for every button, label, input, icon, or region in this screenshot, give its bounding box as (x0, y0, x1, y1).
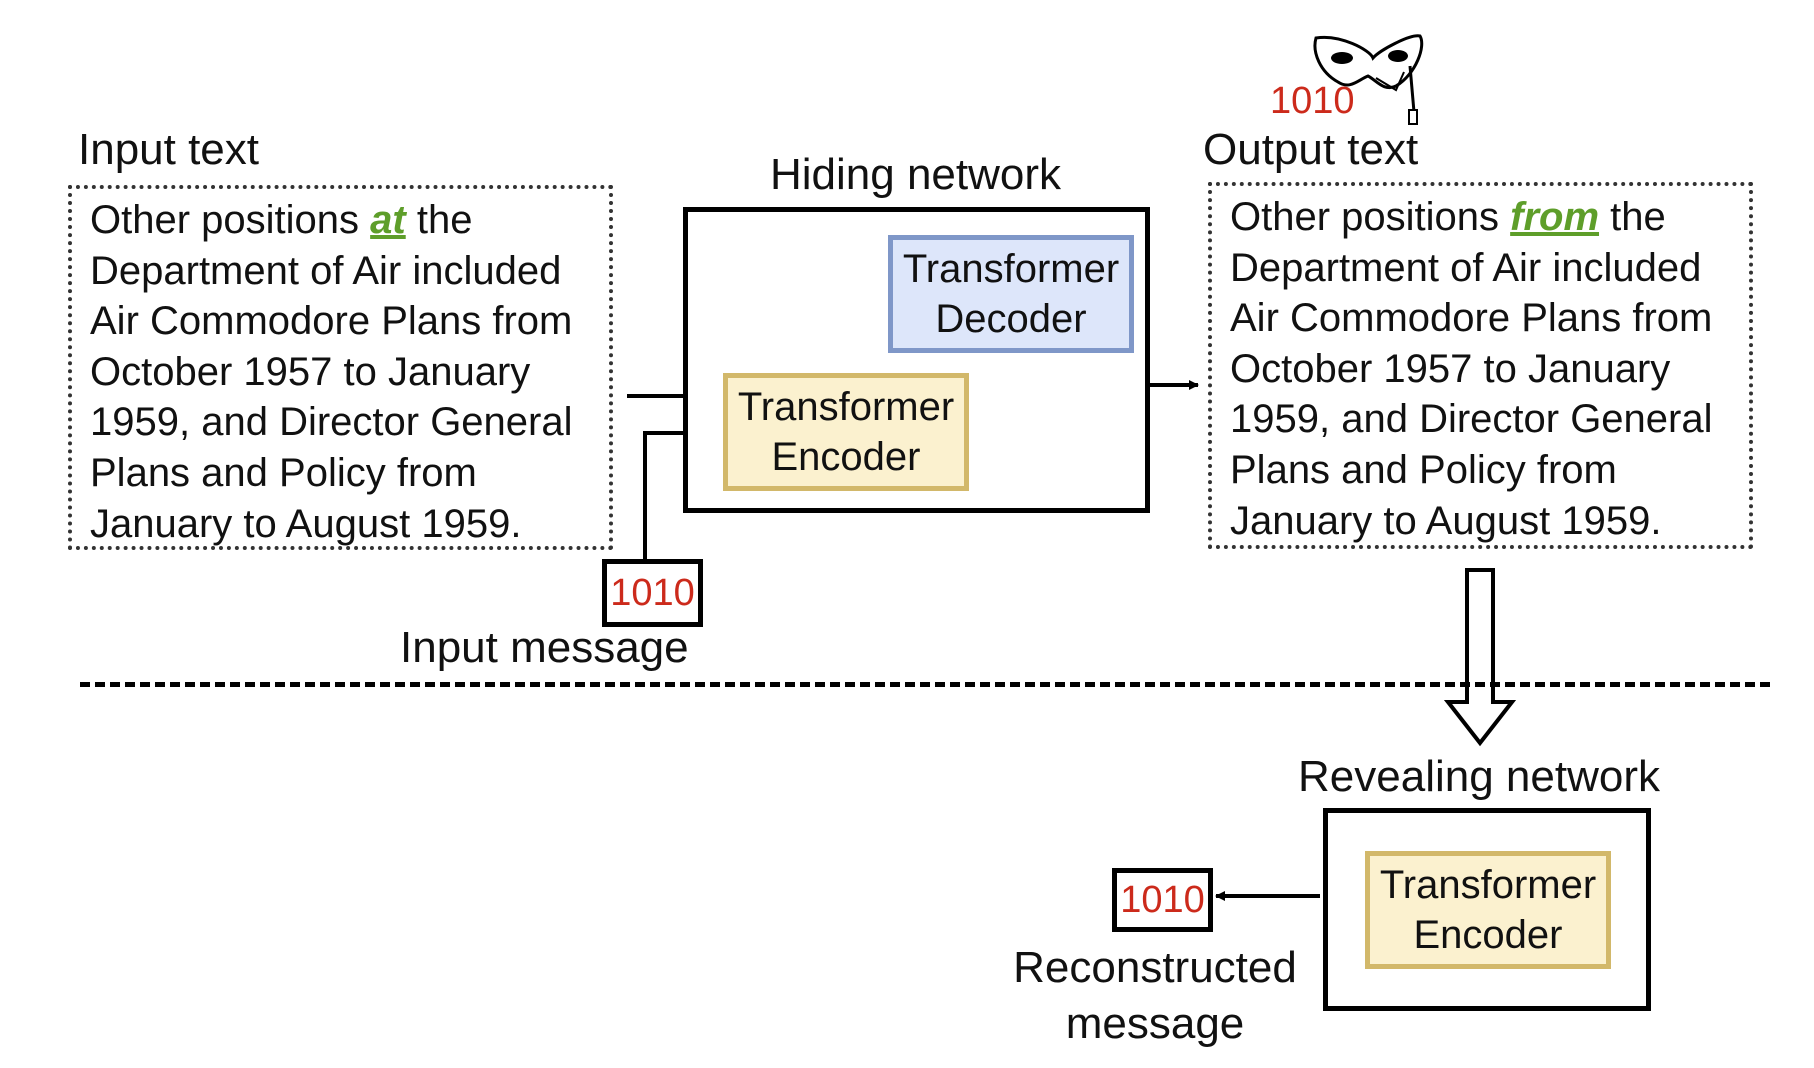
output-text-line-end: the (1599, 195, 1666, 239)
input-text-line: Plans and Policy from (90, 450, 477, 495)
section-divider (80, 682, 1770, 687)
encoder-line: Encoder (771, 435, 921, 479)
output-text-line: 1959, and Director General (1230, 397, 1713, 442)
output-text-line: Air Commodore Plans from (1230, 296, 1713, 341)
reconstructed-label-line: message (1065, 999, 1245, 1048)
hiding-network-title: Hiding network (770, 150, 1062, 199)
input-message-box: 1010 (602, 559, 703, 627)
input-text-line-end: the (405, 198, 473, 242)
decoder-line: Transformer (902, 247, 1120, 291)
output-text-line: October 1957 to January (1230, 346, 1671, 391)
output-text-line: Plans and Policy from (1230, 447, 1617, 492)
output-text-line: Other positions from the (1230, 192, 1749, 243)
revealing-transformer-encoder-block: Transformer Encoder (1365, 851, 1611, 969)
transformer-decoder-block: Transformer Decoder (888, 235, 1134, 353)
output-highlight-word: from (1510, 195, 1600, 239)
output-text-line: Department of Air included (1230, 245, 1702, 290)
hidden-message-value: 1010 (1270, 80, 1355, 122)
output-text-line-start: Other positions (1230, 195, 1511, 239)
input-text-line-start: Other positions (90, 198, 371, 242)
transformer-encoder-block: Transformer Encoder (723, 373, 969, 491)
input-text-line: Department of Air included (90, 248, 562, 293)
encoder-line: Transformer (737, 385, 955, 429)
encoder-line: Encoder (1413, 913, 1563, 957)
input-text-line: Other positions at the (90, 195, 609, 246)
input-text-box: Other positions at the Department of Air… (68, 185, 613, 550)
input-text-line: Air Commodore Plans from (90, 299, 573, 344)
input-text-line: January to August 1959. (90, 501, 522, 546)
decoder-line: Decoder (935, 297, 1087, 341)
reconstructed-message-box: 1010 (1112, 868, 1213, 932)
input-highlight-word: at (370, 198, 406, 242)
output-text-line: January to August 1959. (1230, 498, 1662, 543)
input-text-line: October 1957 to January (90, 349, 531, 394)
output-text-title: Output text (1203, 125, 1419, 174)
output-text-box: Other positions from the Department of A… (1208, 182, 1753, 549)
reconstructed-label-line: Reconstructed (1013, 943, 1297, 992)
input-text-title: Input text (78, 125, 260, 174)
hollow-down-arrow (1443, 568, 1517, 747)
input-message-label: Input message (400, 623, 689, 672)
masquerade-mask-icon (1313, 34, 1424, 125)
input-text-line: 1959, and Director General (90, 400, 573, 445)
revealing-network-title: Revealing network (1298, 752, 1660, 801)
encoder-line: Transformer (1379, 863, 1597, 907)
reconstructed-message-label: Reconstructed message (1005, 940, 1305, 1052)
